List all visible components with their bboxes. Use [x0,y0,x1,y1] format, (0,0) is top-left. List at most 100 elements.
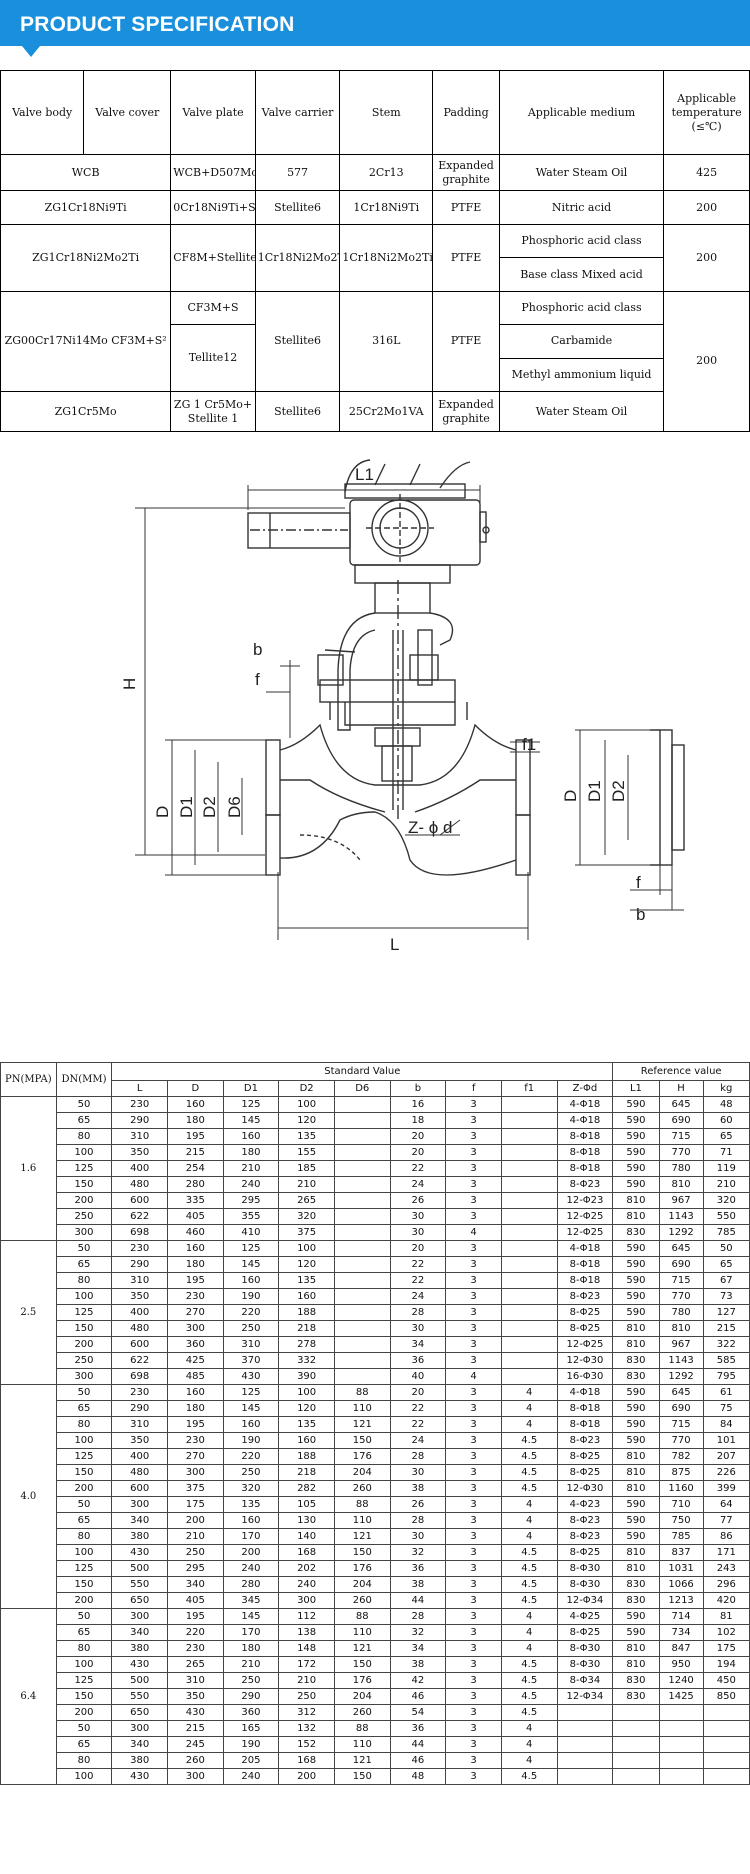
dn-cell: 150 [55,1688,113,1705]
value-cell: 8-Φ30 [556,1640,614,1657]
label-L: L [390,935,399,954]
value-cell: 210 [166,1528,224,1545]
value-cell: 4-Φ18 [556,1112,614,1129]
value-cell [556,1720,614,1737]
value-cell: 195 [166,1416,224,1433]
value-cell: 195 [166,1272,224,1289]
value-cell [333,1208,391,1225]
value-cell: 215 [702,1320,750,1337]
value-cell: 600 [111,1336,168,1353]
value-cell: 46 [389,1688,447,1705]
value-cell: 210 [278,1176,335,1193]
value-cell: 210 [222,1160,280,1177]
value-cell: 3 [445,1096,502,1113]
value-cell: 590 [612,1288,660,1305]
value-cell: 340 [111,1624,168,1641]
value-cell: 3 [445,1560,502,1577]
value-cell: 3 [445,1608,502,1625]
value-cell: 88 [333,1384,391,1401]
value-cell [333,1320,391,1337]
label-Zphid: Z- ϕ d [408,818,452,837]
value-cell: 810 [658,1176,704,1193]
dn-cell: 125 [55,1160,113,1177]
value-cell: 8-Φ25 [556,1448,614,1465]
value-cell: 350 [111,1288,168,1305]
value-cell: 226 [702,1464,750,1481]
value-cell: 160 [278,1432,335,1449]
header-cell: Applicable medium [498,69,665,156]
value-cell: 24 [389,1288,447,1305]
dn-cell: 50 [55,1384,113,1401]
page-title: PRODUCT SPECIFICATION [20,13,295,36]
spec-row: ZG1Cr5Mo ZG 1 Cr5Mo+ Stellite 1 Stellite… [0,391,750,432]
value-cell: 44 [389,1592,447,1609]
value-cell [333,1128,391,1145]
value-cell: 830 [612,1576,660,1593]
value-cell: 300 [111,1720,168,1737]
value-cell: 120 [278,1400,335,1417]
value-cell [500,1192,558,1209]
value-cell [500,1144,558,1161]
value-cell [702,1720,750,1737]
value-cell: 645 [658,1240,704,1257]
value-cell: 390 [278,1368,335,1385]
value-cell: 12-Φ23 [556,1192,614,1209]
header-bar [0,0,750,46]
value-cell [500,1288,558,1305]
value-cell: 38 [389,1656,447,1673]
value-cell: 322 [702,1336,750,1353]
value-cell: 110 [333,1400,391,1417]
value-cell: 170 [222,1624,280,1641]
value-cell: 135 [278,1128,335,1145]
spec-row: Base class Mixed acid [1,257,750,292]
column-header: f [445,1080,502,1097]
value-cell: 425 [166,1352,224,1369]
value-cell: 830 [612,1592,660,1609]
dn-cell: 50 [55,1720,113,1737]
value-cell: 8-Φ18 [556,1272,614,1289]
dn-cell: 200 [55,1592,113,1609]
value-cell: 1143 [658,1352,704,1369]
value-cell: 260 [333,1704,391,1721]
dn-cell: 80 [55,1128,113,1145]
value-cell: 590 [612,1096,660,1113]
value-cell: 250 [166,1544,224,1561]
pn-cell: 2.5 [0,1240,57,1385]
value-cell: 4.5 [500,1544,558,1561]
value-cell: 100 [278,1384,335,1401]
value-cell: 4 [500,1720,558,1737]
value-cell: 121 [333,1528,391,1545]
value-cell: 8-Φ25 [556,1320,614,1337]
value-cell: 250 [278,1688,335,1705]
plate-cell: CF8M+Stellite1 [170,223,256,292]
value-cell: 8-Φ25 [556,1464,614,1481]
value-cell: 243 [702,1560,750,1577]
spec-row: ZG1Cr18Ni9Ti 0Cr18Ni9Ti+Stellite12 Stell… [0,190,750,225]
value-cell: 622 [111,1208,168,1225]
value-cell: 3 [445,1432,502,1449]
value-cell [333,1368,391,1385]
value-cell: 3 [445,1400,502,1417]
value-cell: 38 [389,1576,447,1593]
value-cell: 770 [658,1432,704,1449]
value-cell: 847 [658,1640,704,1657]
value-cell: 175 [166,1496,224,1513]
label-D1: D1 [177,796,196,818]
value-cell: 20 [389,1128,447,1145]
value-cell [500,1256,558,1273]
value-cell: 50 [702,1240,750,1257]
value-cell: 645 [658,1384,704,1401]
column-header: L1 [612,1080,660,1097]
value-cell: 210 [702,1176,750,1193]
value-cell: 152 [278,1736,335,1753]
value-cell: 360 [222,1704,280,1721]
value-cell: 290 [111,1256,168,1273]
value-cell: 1292 [658,1368,704,1385]
value-cell: 590 [612,1624,660,1641]
medium-cell: Water Steam Oil [498,391,665,432]
value-cell: 8-Φ34 [556,1672,614,1689]
